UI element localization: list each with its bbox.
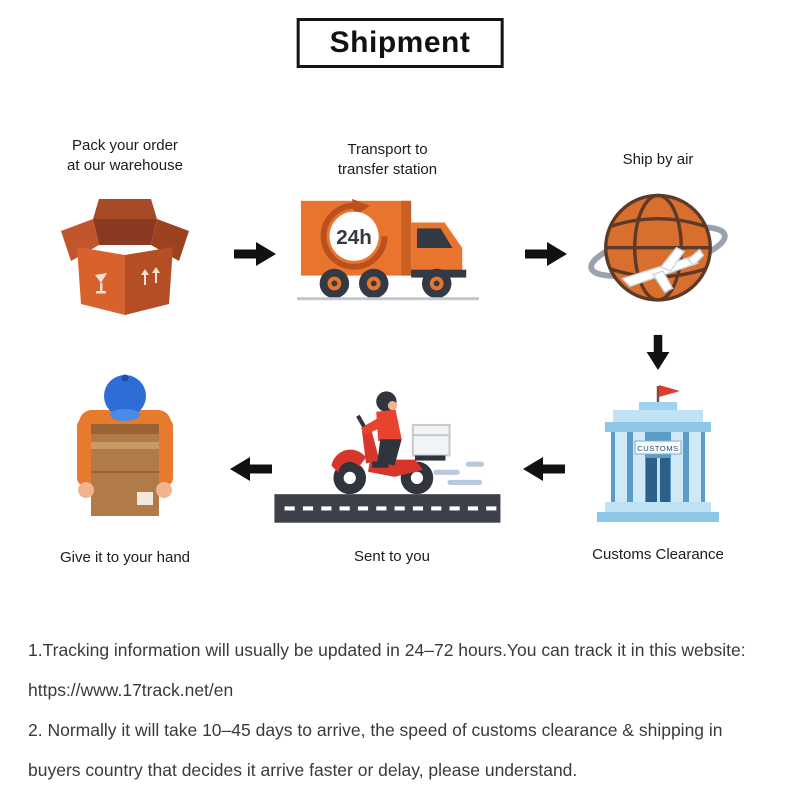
globe-airplane-icon bbox=[588, 193, 728, 302]
note-delivery-time-cont: buyers country that decides it arrive fa… bbox=[28, 760, 578, 780]
note-delivery-time: 2. Normally it will take 10–45 days to a… bbox=[28, 720, 723, 740]
arrow-down-icon bbox=[646, 334, 670, 371]
step-transport: Transport to transfer station 24h bbox=[295, 140, 480, 315]
arrow-left-icon bbox=[230, 457, 272, 481]
step-customs: CUSTOMS Customs Clearance bbox=[582, 380, 734, 565]
customs-sign-text: CUSTOMS bbox=[637, 444, 679, 453]
step-hand: Give it to your hand bbox=[45, 366, 205, 568]
delivery-truck-icon: 24h bbox=[296, 198, 479, 301]
note-tracking: 1.Tracking information will usually be u… bbox=[28, 640, 746, 660]
step-transport-label: Transport to transfer station bbox=[337, 141, 438, 178]
arrow-right-icon bbox=[525, 242, 567, 266]
page-title: Shipment bbox=[329, 26, 471, 59]
step-ship-by-air: Ship by air bbox=[583, 150, 733, 328]
open-box-icon bbox=[61, 199, 189, 315]
step-air-label: Ship by air bbox=[622, 151, 694, 168]
arrow-left-icon bbox=[523, 457, 565, 481]
step-hand-label: Give it to your hand bbox=[59, 549, 191, 566]
scooter-courier-icon bbox=[274, 391, 501, 523]
arrow-right-icon bbox=[234, 242, 276, 266]
tracking-url: https://www.17track.net/en bbox=[28, 680, 234, 700]
shipping-notes: 1.Tracking information will usually be u… bbox=[28, 630, 776, 790]
title-box: Shipment bbox=[296, 18, 504, 68]
step-customs-label: Customs Clearance bbox=[592, 546, 724, 563]
step-sent-label: Sent to you bbox=[354, 548, 430, 565]
truck-24h-badge: 24h bbox=[336, 226, 372, 249]
step-pack-label: Pack your order at our warehouse bbox=[67, 137, 183, 174]
customs-building-icon: CUSTOMS bbox=[597, 385, 719, 522]
step-sent: Sent to you bbox=[272, 372, 512, 567]
step-pack: Pack your order at our warehouse bbox=[40, 136, 210, 322]
person-carrying-box-icon bbox=[77, 374, 173, 516]
